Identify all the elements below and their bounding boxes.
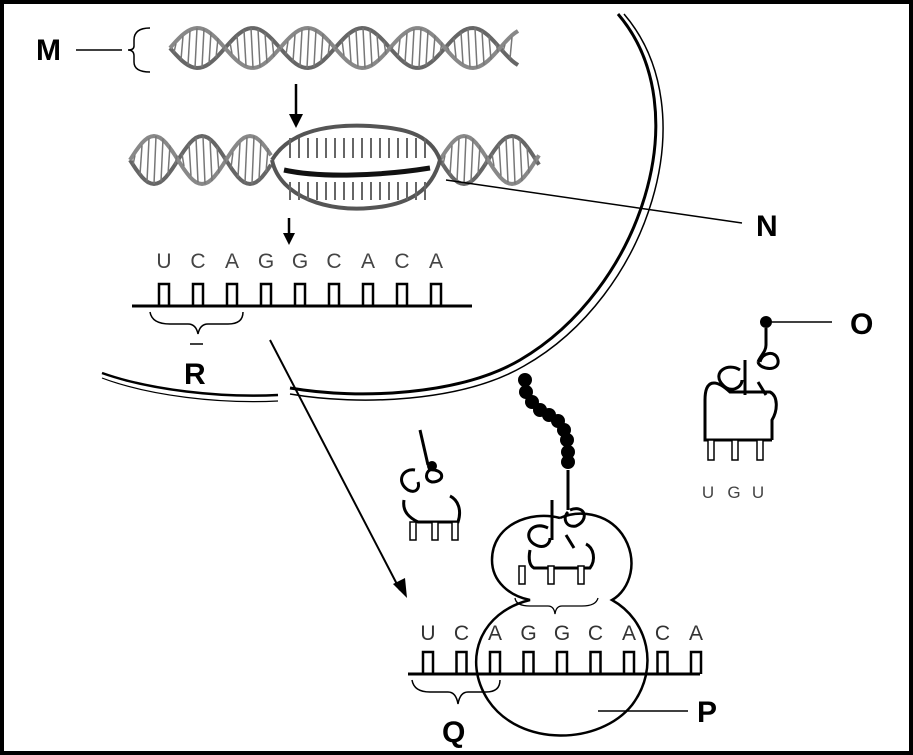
mrna-base: A (225, 250, 239, 273)
amino-acid (561, 455, 575, 469)
ribosome (474, 512, 649, 737)
nucleotide-tooth (327, 282, 341, 306)
label-q: Q (442, 716, 465, 749)
arrow-to-mrna (283, 218, 295, 245)
nucleotide-tooth (455, 650, 468, 674)
label-r: R (184, 358, 206, 391)
amino-acid (561, 445, 575, 459)
nucleotide-tooth (191, 282, 205, 306)
trna-in-ribosome (518, 470, 595, 585)
mrna-base: A (429, 250, 443, 273)
codon-brace-q (411, 679, 501, 705)
mrna-base: G (554, 622, 570, 645)
nucleotide-tooth (689, 650, 703, 674)
mrna-base: C (394, 250, 409, 273)
brace-m (127, 27, 151, 73)
nucleotide-tooth (522, 650, 535, 674)
trna-leaving (400, 429, 462, 541)
mrna-base: G (520, 622, 536, 645)
mrna-base: C (454, 622, 469, 645)
label-o: O (850, 308, 873, 341)
nucleotide-tooth (421, 650, 435, 674)
nucleotide-tooth (656, 650, 669, 674)
nucleotide-tooth (488, 650, 502, 674)
amino-acid (518, 373, 532, 387)
nucleotide-tooth (361, 282, 375, 306)
mrna-base: A (622, 622, 636, 645)
nucleotide-tooth (429, 282, 443, 306)
dna-double-helix (168, 25, 520, 71)
nucleotide-tooth (259, 282, 273, 306)
anticodon-brace (514, 597, 599, 615)
free-trna-with-amino-acid (703, 316, 780, 461)
mrna-base: A (488, 622, 502, 645)
mrna-base: C (588, 622, 603, 645)
nucleotide-tooth (225, 282, 239, 306)
anticodon-base: U (702, 483, 714, 502)
label-p: P (697, 696, 717, 729)
polypeptide-chain (518, 373, 575, 469)
mrna-base: A (361, 250, 375, 273)
anticodon-base: G (727, 483, 740, 502)
arrow-mrna-to-ribosome (269, 339, 407, 598)
label-m: M (36, 34, 61, 67)
mrna-base: U (420, 622, 435, 645)
nucleotide-tooth (555, 650, 569, 674)
nuclear-envelope (101, 13, 664, 403)
mrna-base: C (655, 622, 670, 645)
arrow-dna-to-unwinding (289, 84, 303, 128)
mrna-base: G (292, 250, 308, 273)
mrna-base: A (689, 622, 703, 645)
mrna-base: C (326, 250, 341, 273)
nucleotide-tooth (622, 650, 636, 674)
anticodon-base: U (752, 483, 764, 502)
nucleotide-tooth (589, 650, 602, 674)
nucleotide-tooth (293, 282, 307, 306)
mrna-base: U (156, 250, 171, 273)
leader-n (445, 179, 743, 224)
amino-acid (560, 433, 574, 447)
label-n: N (756, 210, 778, 243)
nucleotide-tooth (395, 282, 409, 306)
codon-brace-r (149, 311, 244, 335)
mrna-base: C (190, 250, 205, 273)
mrna-base: G (258, 250, 274, 273)
nucleotide-tooth (157, 282, 171, 306)
